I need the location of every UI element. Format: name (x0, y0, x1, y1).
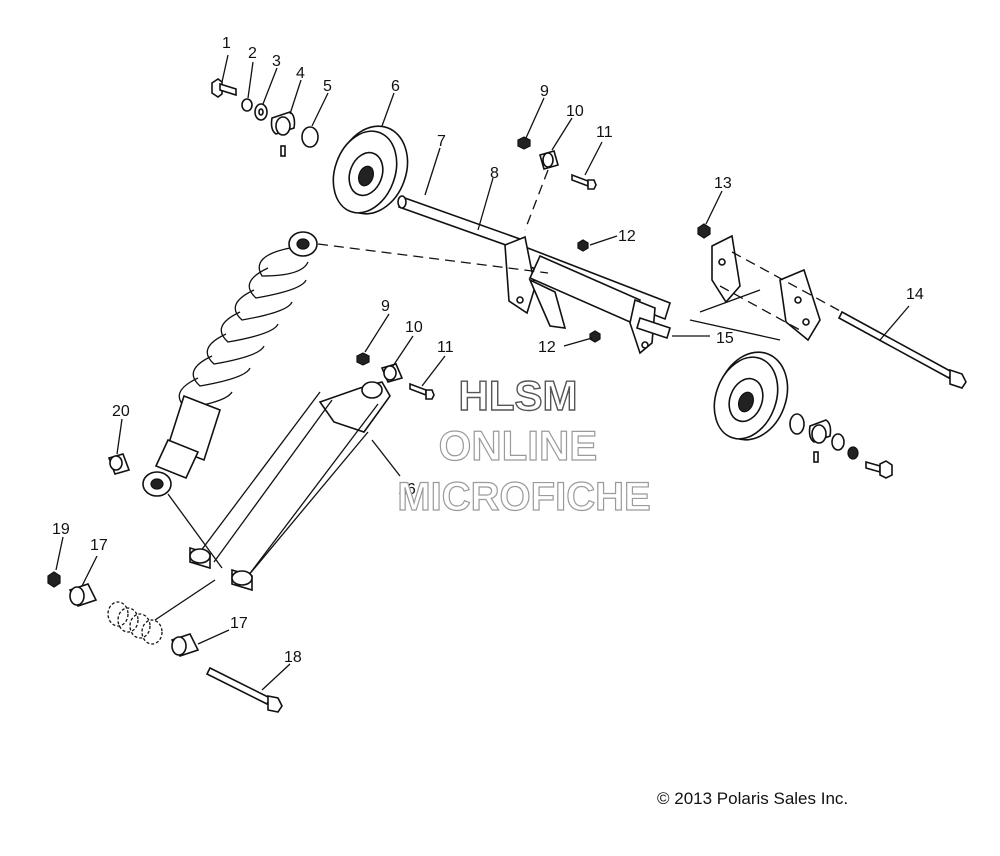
callout-2: 2 (248, 45, 257, 62)
part-7-axle (397, 195, 521, 251)
shock-absorber (142, 231, 318, 497)
part-13-nut (697, 223, 711, 239)
part-9-nut (517, 136, 531, 150)
callout-14: 14 (906, 286, 924, 303)
part-1-bolt (211, 78, 237, 98)
callout-12: 12 (618, 228, 636, 245)
part-5-o-ring-lower (789, 413, 805, 435)
right-side-brackets (711, 234, 821, 342)
callout-8: 8 (490, 165, 499, 182)
part-6-idler-wheel (332, 125, 409, 215)
callout-13: 13 (714, 175, 732, 192)
callout-10: 10 (566, 103, 584, 120)
part-6-idler-wheel-lower (713, 351, 789, 441)
leader-lines (55, 54, 910, 691)
watermark-line-2: ONLINE (439, 422, 598, 469)
callout-3: 3 (272, 53, 281, 70)
callout-10-lower: 10 (405, 319, 423, 336)
callout-12-lower: 12 (538, 339, 556, 356)
watermark: HLSM ONLINE MICROFICHE (397, 371, 652, 519)
washer-stack (107, 601, 163, 645)
callout-1: 1 (222, 35, 231, 52)
part-9-nut-lower (356, 352, 370, 366)
part-4-bushing-lower (808, 419, 832, 463)
callout-19: 19 (52, 521, 70, 538)
callout-16: 16 (398, 481, 416, 498)
callout-9-lower: 9 (381, 298, 390, 315)
part-11-bolt (571, 173, 597, 190)
part-4-bushing (270, 111, 296, 157)
callout-20: 20 (112, 403, 130, 420)
part-12-nut (577, 239, 601, 343)
watermark-line-3: MICROFICHE (397, 475, 650, 519)
part-5-o-ring (301, 126, 319, 148)
part-10-spacer (539, 150, 559, 170)
part-2-nut (241, 98, 253, 112)
part-19-nut (47, 571, 61, 588)
callout-7: 7 (437, 133, 446, 150)
watermark-line-1: HLSM (459, 372, 578, 419)
callout-5: 5 (323, 78, 332, 95)
callout-4: 4 (296, 65, 305, 82)
callout-6: 6 (391, 78, 400, 95)
callout-17: 17 (90, 537, 108, 554)
callout-15: 15 (716, 330, 734, 347)
callout-9: 9 (540, 83, 549, 100)
part-10-spacer-lower (380, 363, 404, 383)
part-15-pivot-tube (636, 316, 671, 340)
part-11-bolt-lower (409, 382, 435, 400)
center-bracket (504, 235, 656, 355)
part-1-bolt-lower (865, 460, 893, 479)
part-20-spacer (107, 453, 131, 475)
part-17-bushing-lower (170, 633, 200, 657)
callout-11-lower: 11 (437, 339, 454, 356)
part-14-long-bolt (837, 310, 967, 389)
part-3-washer-lower (831, 433, 845, 451)
callout-17-lower: 17 (230, 615, 248, 632)
callout-18: 18 (284, 649, 302, 666)
part-17-bushing (68, 583, 98, 607)
part-16-control-arm (189, 381, 391, 592)
callout-numbers: 1 2 3 4 5 6 7 8 9 10 11 12 13 14 15 16 1… (52, 35, 924, 666)
part-2-nut-lower (847, 446, 859, 460)
part-18-bolt (205, 666, 283, 713)
callout-11: 11 (596, 124, 613, 141)
copyright-notice: © 2013 Polaris Sales Inc. (657, 789, 848, 808)
